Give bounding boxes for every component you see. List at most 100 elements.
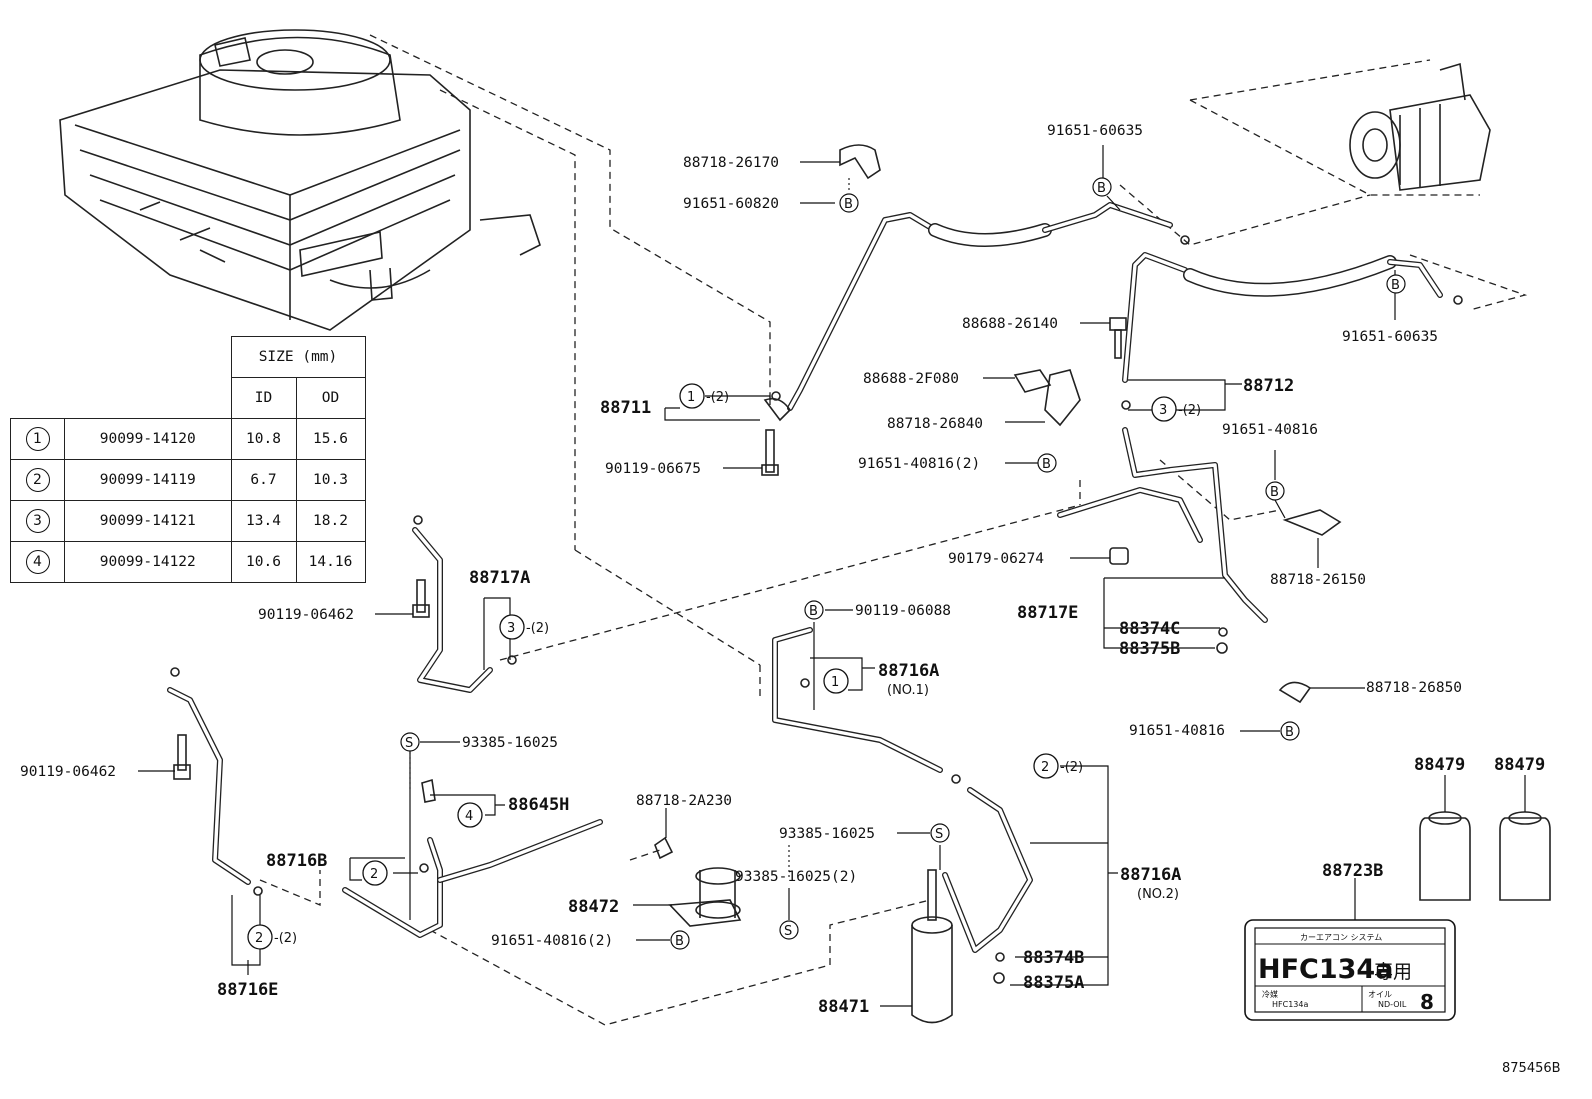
sticker-oil-label: オイル bbox=[1368, 990, 1392, 999]
label-88471: 88471 bbox=[818, 997, 869, 1017]
label-91651-40816-2-mid: 91651-40816(2) bbox=[858, 456, 980, 472]
label-91651-60820: 91651-60820 bbox=[683, 196, 779, 212]
label-88688-2F080: 88688-2F080 bbox=[863, 371, 959, 387]
row-id: 10.8 bbox=[230, 418, 297, 460]
label-88472: 88472 bbox=[568, 897, 619, 917]
svg-text:B: B bbox=[809, 604, 818, 619]
label-91651-60635-top: 91651-60635 bbox=[1047, 123, 1143, 139]
svg-text:S: S bbox=[784, 924, 792, 939]
svg-text:2: 2 bbox=[255, 931, 263, 946]
row-part: 90099-14119 bbox=[64, 459, 232, 501]
label-no2: (NO.2) bbox=[1137, 887, 1179, 902]
row-id: 13.4 bbox=[230, 500, 297, 542]
svg-text:1: 1 bbox=[831, 675, 839, 690]
label-88375A: 88375A bbox=[1023, 973, 1084, 993]
label-90119-06088: 90119-06088 bbox=[855, 603, 951, 619]
label-no1: (NO.1) bbox=[887, 683, 929, 698]
o-ring-size-table: SIZE (mm) ID OD 1 90099-14120 10.8 15.6 … bbox=[10, 336, 366, 583]
label-88723B: 88723B bbox=[1322, 861, 1383, 881]
reference-code: 875456B bbox=[1502, 1061, 1561, 1076]
row-key: 4 bbox=[25, 550, 50, 574]
svg-text:B: B bbox=[675, 934, 684, 949]
leader-lines bbox=[138, 145, 1526, 1007]
svg-text:-(2): -(2) bbox=[706, 390, 729, 405]
label-93385-16025-2: 93385-16025(2) bbox=[735, 869, 857, 885]
table-row: 4 90099-14122 10.6 14.16 bbox=[10, 541, 366, 583]
sticker-main: HFC134a bbox=[1258, 954, 1393, 985]
label-88712: 88712 bbox=[1243, 376, 1294, 396]
label-88374C: 88374C bbox=[1119, 619, 1180, 639]
label-88716B: 88716B bbox=[266, 851, 327, 871]
svg-text:B: B bbox=[1042, 457, 1051, 472]
hfc134a-label-sticker: カーエアコン システム HFC134a 専用 冷媒 HFC134a オイル ND… bbox=[1244, 919, 1456, 1021]
svg-text:3: 3 bbox=[1159, 403, 1167, 418]
svg-text:-(2): -(2) bbox=[526, 621, 549, 636]
label-90119-06462-a: 90119-06462 bbox=[258, 607, 354, 623]
svg-text:-(2): -(2) bbox=[274, 931, 297, 946]
part-labels: 88718-26170 91651-60820 B 91651-60635 B … bbox=[20, 123, 1561, 1076]
svg-text:B: B bbox=[1285, 725, 1294, 740]
svg-text:2: 2 bbox=[1041, 760, 1049, 775]
svg-text:1: 1 bbox=[687, 390, 695, 405]
svg-text:3: 3 bbox=[507, 621, 515, 636]
dotted-lines bbox=[409, 178, 850, 880]
label-88716E: 88716E bbox=[217, 980, 278, 1000]
badge-b: B bbox=[844, 197, 853, 212]
svg-text:S: S bbox=[935, 827, 943, 842]
sticker-refrigerant-label: 冷媒 bbox=[1262, 989, 1278, 999]
svg-text:2: 2 bbox=[370, 867, 378, 882]
label-88717A: 88717A bbox=[469, 568, 530, 588]
svg-text:B: B bbox=[1097, 181, 1106, 196]
row-key: 2 bbox=[25, 468, 50, 492]
label-88718-26840: 88718-26840 bbox=[887, 416, 983, 432]
sticker-header: カーエアコン システム bbox=[1300, 933, 1382, 942]
svg-text:B: B bbox=[1391, 278, 1400, 293]
row-od: 18.2 bbox=[295, 500, 366, 542]
row-id: 6.7 bbox=[230, 459, 297, 501]
label-93385-16025-top: 93385-16025 bbox=[462, 735, 558, 751]
label-88716A-no1: 88716A bbox=[878, 661, 939, 681]
sticker-oil-number: 8 bbox=[1420, 990, 1434, 1014]
label-88645H: 88645H bbox=[508, 795, 569, 815]
label-91651-40816-2-low: 91651-40816(2) bbox=[491, 933, 613, 949]
row-key: 3 bbox=[25, 509, 50, 533]
table-row: 1 90099-14120 10.8 15.6 bbox=[10, 418, 366, 460]
sticker-refrigerant-value: HFC134a bbox=[1272, 1000, 1308, 1009]
svg-text:S: S bbox=[405, 736, 413, 751]
label-90179-06274: 90179-06274 bbox=[948, 551, 1044, 567]
table-row: 3 90099-14121 13.4 18.2 bbox=[10, 500, 366, 542]
table-row: 2 90099-14119 6.7 10.3 bbox=[10, 459, 366, 501]
row-part: 90099-14122 bbox=[64, 541, 232, 583]
label-88718-26170: 88718-26170 bbox=[683, 155, 779, 171]
label-88718-26850: 88718-26850 bbox=[1366, 680, 1462, 696]
row-od: 14.16 bbox=[295, 541, 366, 583]
label-91651-40816-low: 91651-40816 bbox=[1129, 723, 1225, 739]
label-88375B: 88375B bbox=[1119, 639, 1180, 659]
label-88479-a: 88479 bbox=[1414, 755, 1465, 775]
label-88479-b: 88479 bbox=[1494, 755, 1545, 775]
label-88688-26140: 88688-26140 bbox=[962, 316, 1058, 332]
cooling-unit-illustration bbox=[59, 29, 541, 331]
row-part: 90099-14121 bbox=[64, 500, 232, 542]
size-header: SIZE (mm) bbox=[230, 336, 366, 378]
svg-text:4: 4 bbox=[465, 809, 473, 824]
small-components bbox=[170, 144, 1551, 1024]
svg-text:-(2): -(2) bbox=[1178, 403, 1201, 418]
row-part: 90099-14120 bbox=[64, 418, 232, 460]
sticker-oil-value: ND-OIL bbox=[1378, 1000, 1407, 1009]
col-id: ID bbox=[230, 377, 297, 419]
label-91651-40816-right: 91651-40816 bbox=[1222, 422, 1318, 438]
col-od: OD bbox=[295, 377, 366, 419]
pipes-and-hoses bbox=[167, 202, 1443, 953]
compressor-illustration bbox=[1349, 62, 1491, 191]
label-90119-06462-b: 90119-06462 bbox=[20, 764, 116, 780]
label-88718-26150: 88718-26150 bbox=[1270, 572, 1366, 588]
svg-text:B: B bbox=[1270, 485, 1279, 500]
row-od: 10.3 bbox=[295, 459, 366, 501]
label-91651-60635-right: 91651-60635 bbox=[1342, 329, 1438, 345]
label-90119-06675: 90119-06675 bbox=[605, 461, 701, 477]
label-93385-16025-mid: 93385-16025 bbox=[779, 826, 875, 842]
row-od: 15.6 bbox=[295, 418, 366, 460]
sticker-kanji: 専用 bbox=[1374, 961, 1412, 983]
